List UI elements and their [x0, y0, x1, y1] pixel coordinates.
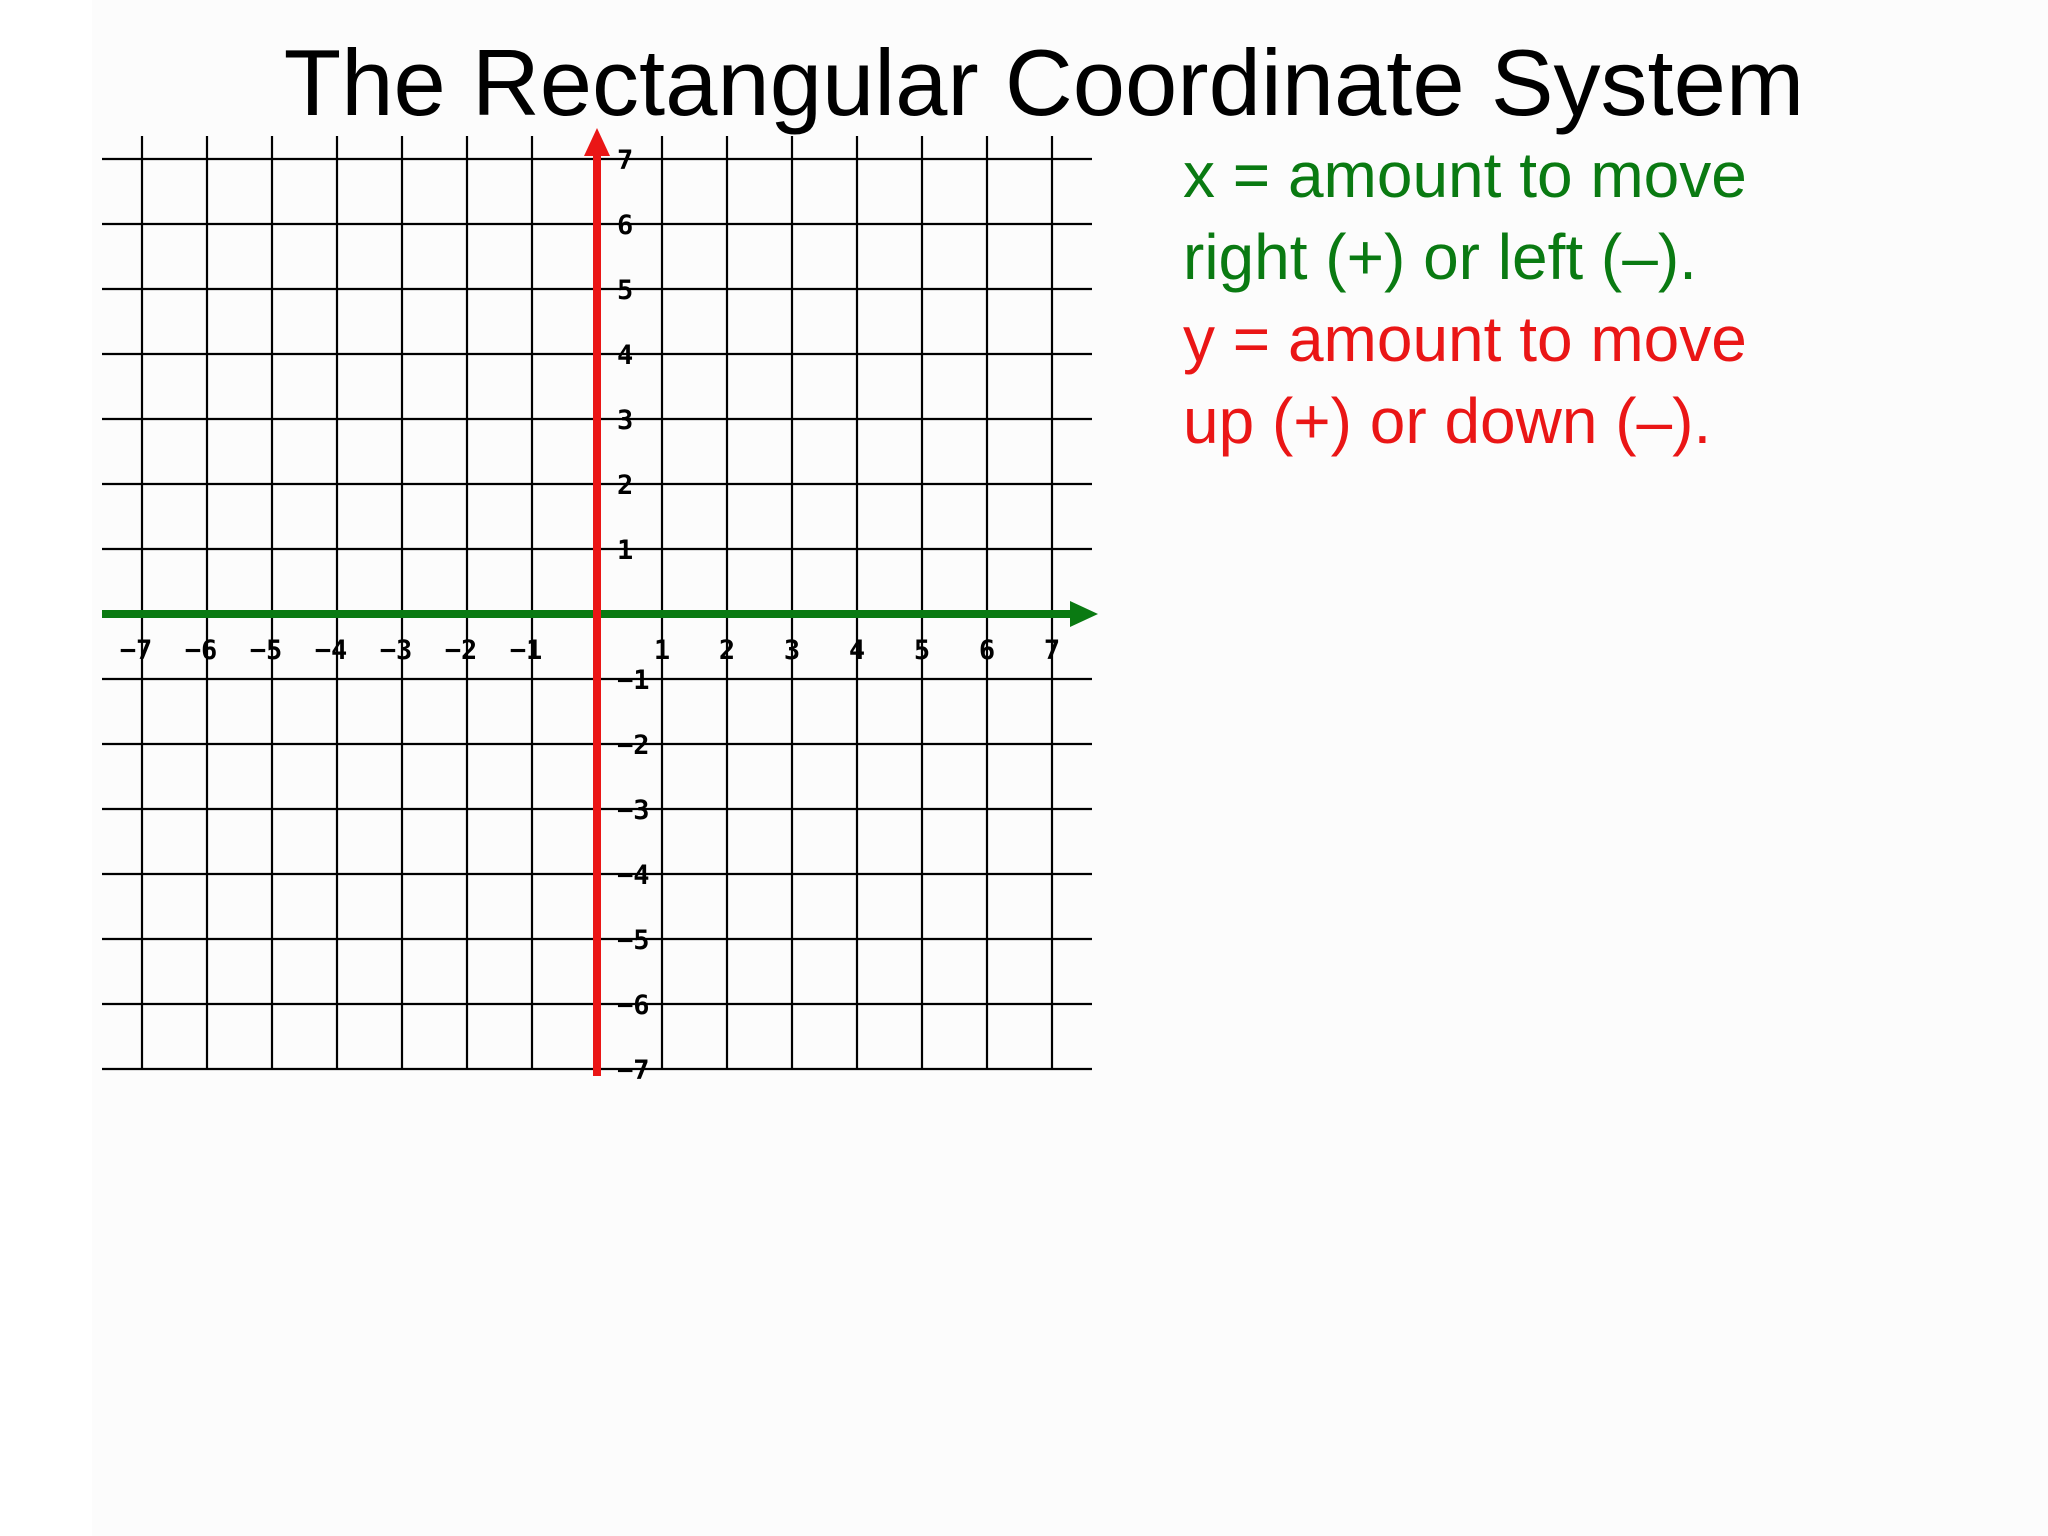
y-tick-label: −5	[617, 925, 650, 956]
x-tick-label: −4	[315, 635, 348, 666]
x-tick-label: −7	[120, 635, 153, 666]
x-tick-label: −3	[380, 635, 413, 666]
slide-background	[92, 0, 2048, 1536]
y-explanation-line-2: up (+) or down (–).	[1183, 385, 1712, 457]
x-tick-label: −2	[445, 635, 478, 666]
x-tick-label: 4	[849, 635, 865, 666]
y-tick-labels: 7 6 5 4 3 2 1 −1 −2 −3 −4 −5 −6 −7	[617, 145, 650, 1086]
y-explanation-line-1: y = amount to move	[1183, 303, 1747, 375]
y-tick-label: −4	[617, 860, 650, 891]
y-tick-label: 2	[617, 470, 633, 501]
x-tick-label: 2	[719, 635, 735, 666]
x-explanation-line-2: right (+) or left (–).	[1183, 221, 1697, 293]
x-explanation-line-1: x = amount to move	[1183, 139, 1747, 211]
x-tick-label: 1	[654, 635, 670, 666]
y-tick-label: −6	[617, 990, 650, 1021]
x-tick-label: −5	[250, 635, 283, 666]
x-tick-label: 3	[784, 635, 800, 666]
x-axis-arrowhead	[1070, 601, 1098, 627]
y-tick-label: 7	[617, 145, 633, 176]
y-tick-label: −3	[617, 795, 650, 826]
y-tick-label: −7	[617, 1055, 650, 1086]
y-tick-label: 3	[617, 405, 633, 436]
x-tick-label: 5	[914, 635, 930, 666]
y-axis-arrowhead	[584, 128, 610, 156]
x-tick-label: −1	[510, 635, 543, 666]
axes	[102, 128, 1098, 1076]
x-tick-label: 6	[979, 635, 995, 666]
x-tick-labels: −7 −6 −5 −4 −3 −2 −1 1 2 3 4 5 6 7	[120, 635, 1060, 666]
slide-title: The Rectangular Coordinate System	[283, 30, 1805, 135]
y-tick-label: 6	[617, 210, 633, 241]
y-tick-label: 5	[617, 275, 633, 306]
x-tick-label: 7	[1044, 635, 1060, 666]
y-tick-label: −1	[617, 665, 650, 696]
y-tick-label: 1	[617, 535, 633, 566]
y-tick-label: 4	[617, 340, 633, 371]
x-tick-label: −6	[185, 635, 218, 666]
y-tick-label: −2	[617, 730, 650, 761]
